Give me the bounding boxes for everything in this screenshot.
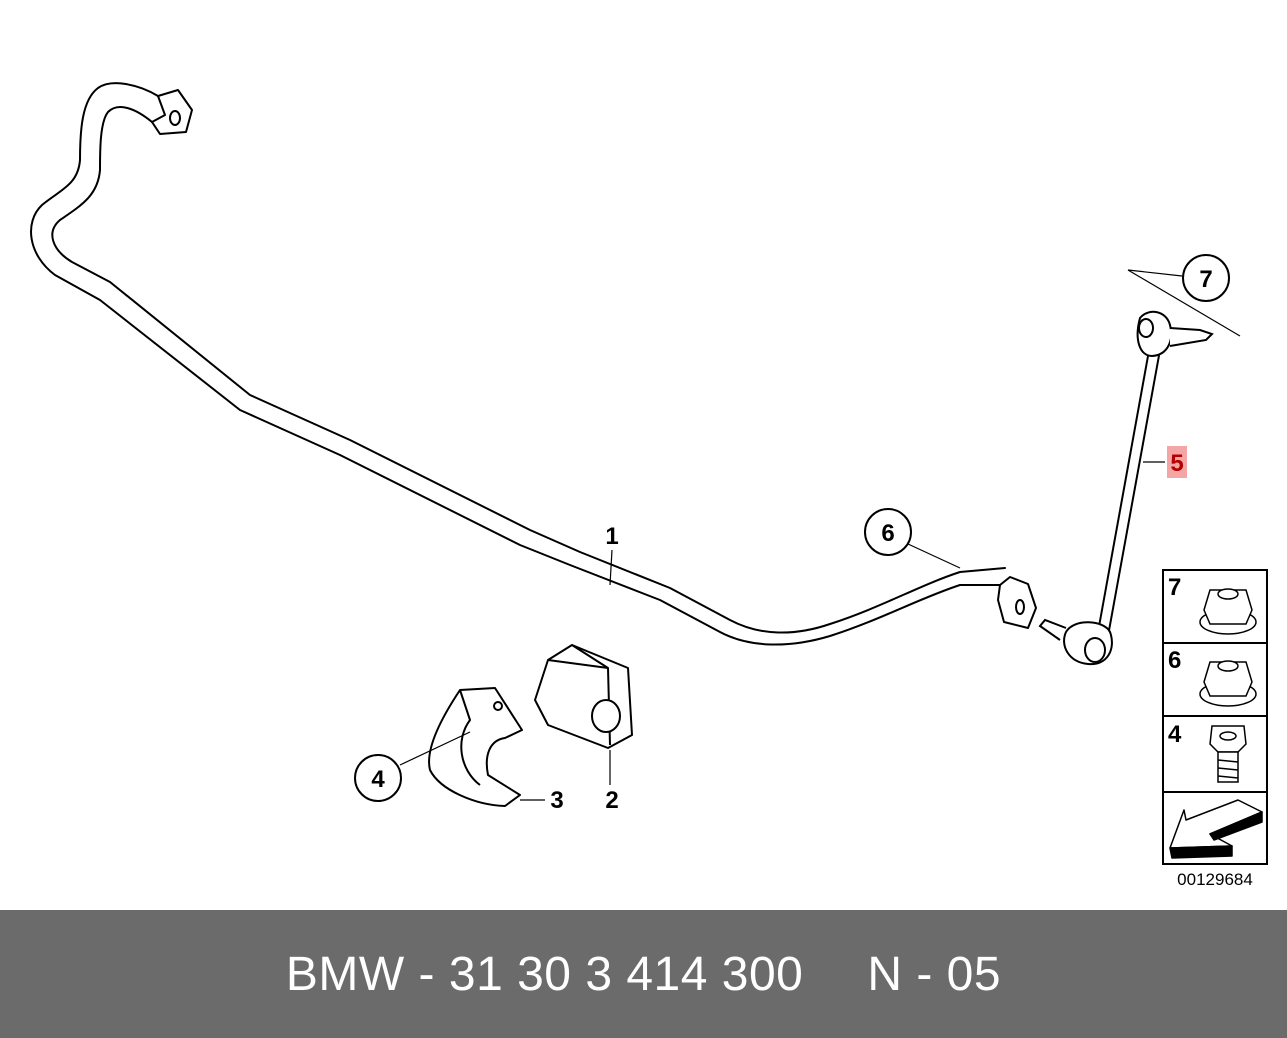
image-number: 00129684 (1177, 870, 1253, 889)
callout-6-circle (864, 508, 912, 556)
callout-1: 1 (605, 523, 618, 550)
callout-4: 4 (371, 766, 385, 793)
rubber-mount (534, 644, 633, 749)
stabilizer-bar (30, 82, 1037, 646)
legend-num-6: 6 (1168, 647, 1181, 674)
leader-lines (399, 269, 1241, 801)
callout-7-circle (1182, 254, 1230, 302)
callout-7: 7 (1199, 266, 1212, 293)
part-position: N - 05 (867, 947, 1002, 1001)
callout-5-highlight (1167, 446, 1187, 478)
callout-5: 5 (1170, 450, 1183, 477)
part-code: BMW - 31 30 3 414 300 (285, 947, 804, 1001)
callout-3: 3 (550, 787, 563, 814)
parts-diagram: 1 2 3 4 5 6 7 7 6 4 (30, 82, 1268, 889)
legend-num-4: 4 (1168, 721, 1182, 748)
flange-nut-icon (1199, 660, 1257, 707)
legend-num-7: 7 (1168, 574, 1181, 601)
stabilizer-link (1038, 310, 1214, 666)
callout-4-circle (354, 754, 402, 802)
callouts: 1 2 3 4 5 6 7 (354, 254, 1230, 814)
clamp-bracket (428, 687, 523, 807)
flange-nut-icon (1199, 588, 1257, 635)
part-footer: BMW - 31 30 3 414 300 N - 05 (0, 910, 1287, 1038)
forward-arrow-icon (1169, 799, 1263, 859)
hex-bolt-icon (1209, 725, 1247, 783)
callout-6: 6 (881, 520, 894, 547)
callout-2: 2 (605, 787, 618, 814)
hardware-legend: 7 6 4 00129684 (1162, 569, 1268, 889)
